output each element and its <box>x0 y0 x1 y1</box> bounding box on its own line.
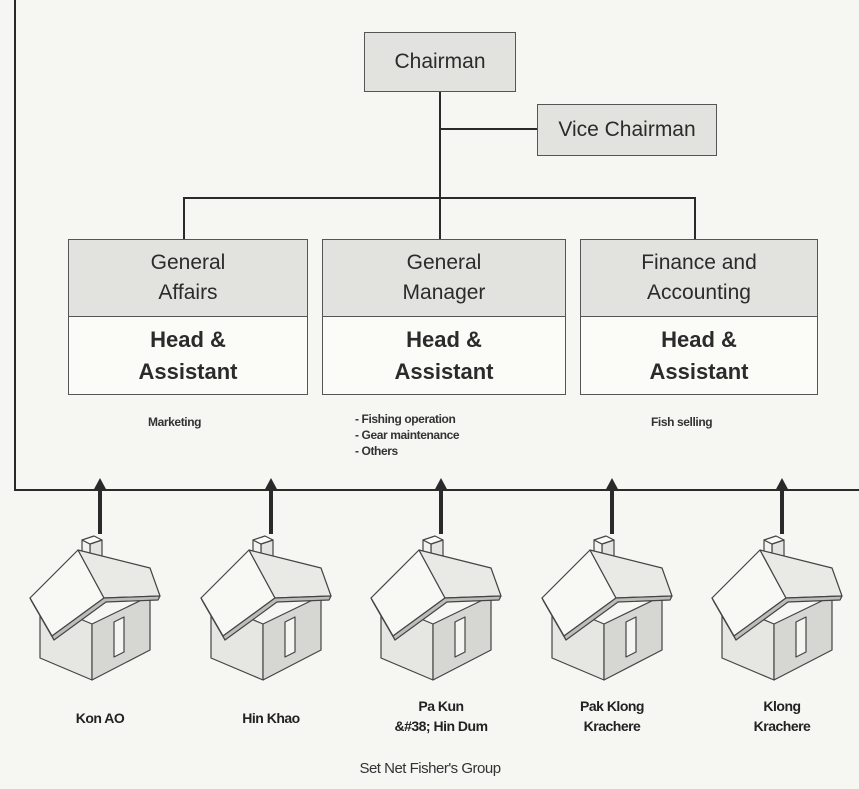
arrow-up-icon <box>93 478 107 534</box>
chairman-box: Chairman <box>364 32 516 92</box>
house-icon <box>200 535 332 681</box>
department-box-finance: Finance and Accounting <box>580 239 818 317</box>
department-name: General Affairs <box>150 251 226 304</box>
department-duties: Fish selling <box>651 415 713 429</box>
arrow-up-icon <box>434 478 448 534</box>
department-name: General Manager <box>402 251 486 304</box>
chairman-label: Chairman <box>394 50 486 73</box>
arrow-up-icon <box>605 478 619 534</box>
connector-chairman-vertical <box>439 92 441 198</box>
house-icon <box>711 535 843 681</box>
vice-chairman-box: Vice Chairman <box>537 104 717 156</box>
department-role: Head & Assistant <box>649 326 749 384</box>
house-icon <box>541 535 673 681</box>
department-role-box: Head & Assistant <box>322 316 566 395</box>
department-role: Head & Assistant <box>138 326 238 384</box>
village-label: Pa Kun &#38; Hin Dum <box>394 698 488 734</box>
village-label: Pak Klong Krachere <box>580 698 644 734</box>
connector-dept-middle <box>439 197 441 239</box>
house-icon <box>29 535 161 681</box>
village-label: Kon AO <box>75 710 125 726</box>
department-duties: Marketing <box>148 415 202 429</box>
connector-dept-right <box>694 197 696 239</box>
village-label: Hin Khao <box>242 710 300 726</box>
vice-chairman-label: Vice Chairman <box>558 118 696 141</box>
department-role: Head & Assistant <box>394 326 494 384</box>
connector-dept-left <box>183 197 185 239</box>
arrow-up-icon <box>264 478 278 534</box>
connector-vice-horizontal <box>439 128 537 130</box>
group-caption: Set Net Fisher's Group <box>359 760 501 777</box>
department-role-box: Head & Assistant <box>580 316 818 395</box>
house-icon <box>370 535 502 681</box>
village-label: Klong Krachere <box>753 698 811 734</box>
department-box-general-manager: General Manager <box>322 239 566 317</box>
department-box-general-affairs: General Affairs <box>68 239 308 317</box>
department-name: Finance and Accounting <box>641 251 757 304</box>
department-role-box: Head & Assistant <box>68 316 308 395</box>
arrow-up-icon <box>775 478 789 534</box>
department-duties: - Fishing operation - Gear maintenance -… <box>355 412 460 458</box>
